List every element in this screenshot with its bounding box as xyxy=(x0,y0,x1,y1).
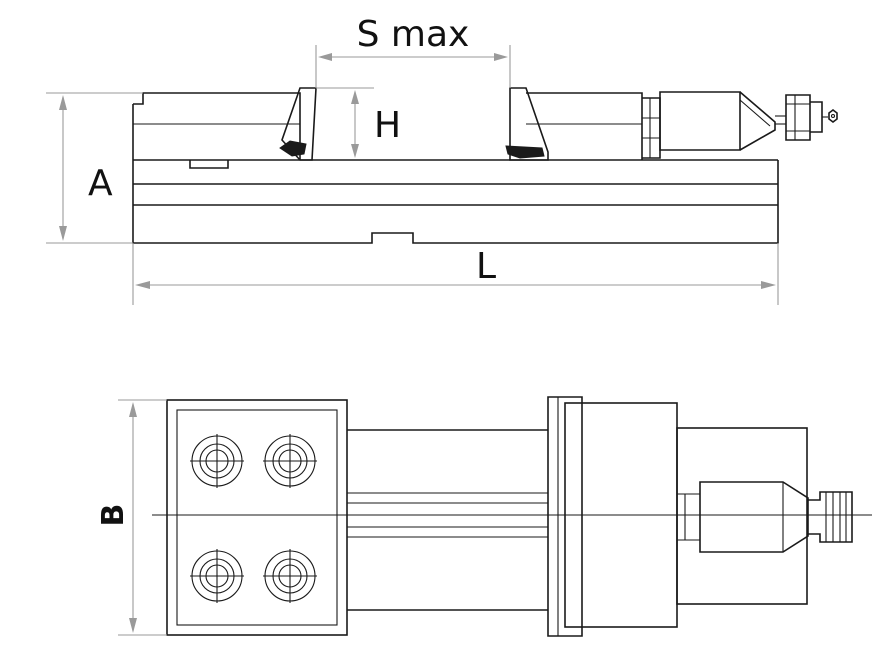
screw-nut xyxy=(785,94,811,141)
screw-knob-top xyxy=(808,491,853,543)
screw-tip xyxy=(810,101,823,133)
b-arrow-bottom xyxy=(129,618,137,633)
guide-rails xyxy=(347,429,548,611)
screw-housing-top xyxy=(676,427,808,605)
b-arrow-top xyxy=(129,402,137,417)
movable-jaw-block xyxy=(526,92,643,160)
hex-socket-center xyxy=(830,113,836,119)
screw-nut-housing xyxy=(699,481,809,553)
fixed-block-inner xyxy=(176,409,338,626)
fixed-jaw-block xyxy=(133,92,301,160)
smax-label: S max xyxy=(357,14,470,55)
screw-housing-taper xyxy=(739,91,776,151)
base-slot xyxy=(189,160,229,169)
screw-housing-flange xyxy=(642,97,661,159)
l-arrow-right xyxy=(761,281,776,289)
fixed-jaw-insert xyxy=(279,140,307,157)
a-label: A xyxy=(88,163,113,204)
screw-housing xyxy=(659,91,741,151)
h-label: H xyxy=(374,105,401,146)
h-arrow-top xyxy=(351,90,359,104)
bolt-hole-top-right xyxy=(263,434,317,488)
bolt-hole-bottom-right xyxy=(263,549,317,603)
vise-body-outline xyxy=(132,104,779,244)
l-arrow-left xyxy=(135,281,150,289)
l-label: L xyxy=(476,246,496,287)
bolt-hole-bottom-left xyxy=(190,549,244,603)
hex-socket-icon xyxy=(828,109,838,123)
b-label: B xyxy=(96,504,131,527)
taper-line xyxy=(739,99,771,127)
movable-jaw-plate-top xyxy=(547,396,583,637)
fixed-block-outer xyxy=(166,399,348,636)
smax-arrow-right xyxy=(494,53,508,61)
a-arrow-bottom xyxy=(59,226,67,241)
bolt-hole-top-left xyxy=(190,434,244,488)
h-arrow-bottom xyxy=(351,144,359,158)
movable-jaw-insert xyxy=(505,145,545,159)
side-view: S max H A L xyxy=(46,14,838,305)
a-arrow-top xyxy=(59,95,67,110)
top-view: B xyxy=(96,396,872,637)
smax-arrow-left xyxy=(318,53,332,61)
fixed-jaw-plate xyxy=(281,87,317,161)
